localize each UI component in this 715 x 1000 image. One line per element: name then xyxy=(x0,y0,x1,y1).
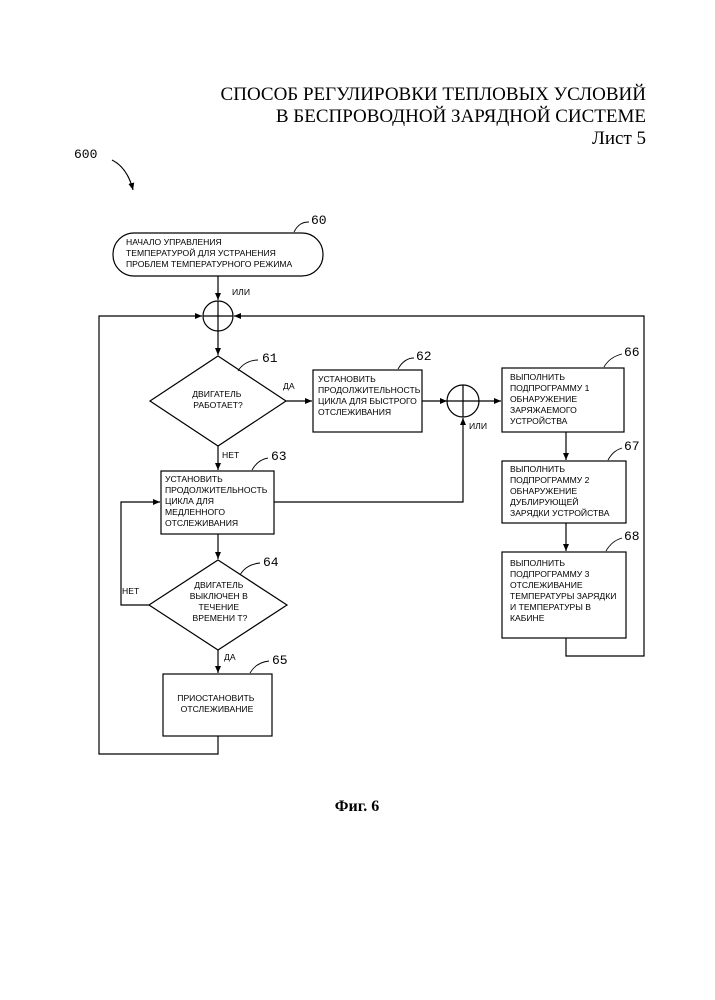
process-65-text: ПРИОСТАНОВИТЬ ОТСЛЕЖИВАНИЕ xyxy=(177,693,256,714)
ref-62: 62 xyxy=(416,349,432,364)
ref-66-leader xyxy=(604,354,622,367)
ref-67-leader xyxy=(608,448,622,460)
ref-66: 66 xyxy=(624,345,640,360)
ref-61: 61 xyxy=(262,351,278,366)
ref-64-leader xyxy=(240,563,260,575)
ref-65-leader xyxy=(250,661,269,673)
or-label-top: ИЛИ xyxy=(232,287,250,297)
ref-68-leader xyxy=(606,538,622,551)
no-label-61: НЕТ xyxy=(222,450,240,460)
or-label-middle: ИЛИ xyxy=(469,421,487,431)
figure-ref-600: 600 xyxy=(74,147,97,162)
ref-62-leader xyxy=(398,358,414,369)
ref-61-leader xyxy=(238,360,258,371)
ref-60-leader xyxy=(294,222,309,232)
ref-65: 65 xyxy=(272,653,288,668)
ref-67: 67 xyxy=(624,439,640,454)
no-label-64: НЕТ xyxy=(122,586,140,596)
ref-68: 68 xyxy=(624,529,640,544)
yes-label-64: ДА xyxy=(224,652,236,662)
ref-60: 60 xyxy=(311,213,327,228)
ref-64: 64 xyxy=(263,555,279,570)
decision-64-text: ДВИГАТЕЛЬ ВЫКЛЮЧЕН В ТЕЧЕНИЕ ВРЕМЕНИ Т? xyxy=(190,580,251,623)
decision-61-text: ДВИГАТЕЛЬ РАБОТАЕТ? xyxy=(192,389,244,410)
yes-label-61: ДА xyxy=(283,381,295,391)
figure-caption: Фиг. 6 xyxy=(335,798,379,815)
ref-63-leader xyxy=(252,458,268,470)
figure-ref-pointer xyxy=(112,160,133,190)
ref-63: 63 xyxy=(271,449,287,464)
